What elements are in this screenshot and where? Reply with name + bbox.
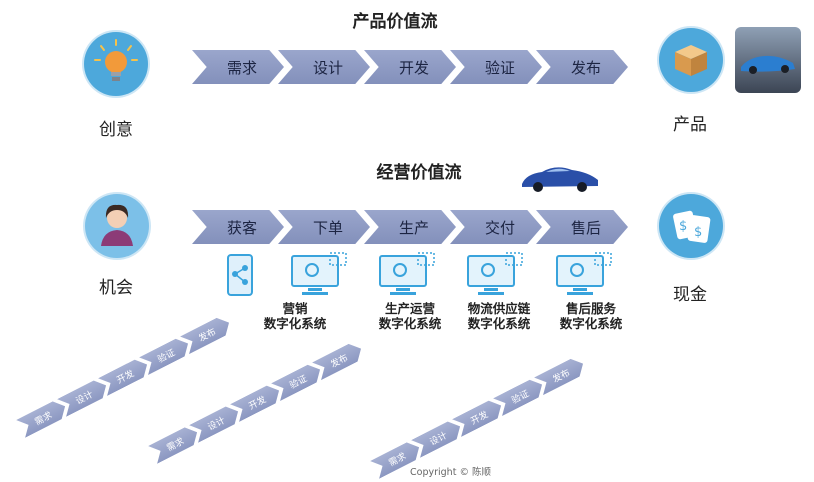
mini-step: 开发: [452, 397, 506, 438]
mini-step: 发布: [180, 314, 234, 355]
mini-step: 验证: [271, 361, 325, 402]
mobile-phone-icon: [227, 254, 253, 296]
marketing-system-label: 营销数字化系统: [263, 301, 327, 331]
mini-stream-3: 需求 设计 开发 验证 发布: [370, 357, 584, 479]
person-icon: [101, 204, 133, 246]
mini-step: 设计: [411, 417, 465, 458]
business-step-4: 交付: [450, 210, 542, 244]
mini-stream-2: 需求 设计 开发 验证 发布: [148, 342, 362, 464]
money-tag-icon: $ $: [673, 210, 711, 243]
mini-step: 发布: [312, 340, 366, 381]
production-system-label: 生产运营数字化系统: [378, 301, 442, 331]
product-step-3: 开发: [364, 50, 456, 84]
lightbulb-icon: [94, 39, 138, 81]
aftersales-system-label: 售后服务数字化系统: [559, 301, 623, 331]
mini-step: 设计: [189, 402, 243, 443]
mini-step: 开发: [230, 382, 284, 423]
business-stream-flow: 获客 下单 生产 交付 售后: [192, 210, 628, 244]
mini-step: 验证: [493, 376, 547, 417]
package-box-icon: [675, 45, 707, 76]
cash-label: 现金: [673, 285, 707, 305]
monitor-icon: [379, 252, 435, 295]
product-step-4: 验证: [450, 50, 542, 84]
product-stream-flow: 需求 设计 开发 验证 发布: [192, 50, 628, 84]
svg-text:$: $: [679, 219, 687, 234]
logistics-system-label: 物流供应链数字化系统: [467, 301, 531, 331]
car-photo-icon: [741, 55, 795, 74]
monitor-icon: [467, 252, 523, 295]
mini-step: 设计: [57, 376, 111, 417]
idea-label: 创意: [99, 120, 133, 140]
product-label: 产品: [673, 115, 707, 135]
business-step-3: 生产: [364, 210, 456, 244]
mini-step: 开发: [98, 356, 152, 397]
copyright: Copyright © 陈顺: [410, 467, 491, 478]
product-circle: [659, 28, 723, 92]
mini-step: 发布: [534, 355, 588, 396]
business-step-5: 售后: [536, 210, 628, 244]
svg-text:$: $: [694, 225, 702, 240]
opportunity-circle: [85, 194, 149, 258]
mini-step: 需求: [148, 423, 202, 464]
business-step-2: 下单: [278, 210, 370, 244]
product-step-2: 设计: [278, 50, 370, 84]
cash-circle: $ $: [659, 194, 723, 258]
product-step-5: 发布: [536, 50, 628, 84]
mini-step: 需求: [16, 397, 70, 438]
opportunity-label: 机会: [99, 278, 133, 298]
business-step-1: 获客: [192, 210, 284, 244]
mini-step: 验证: [139, 335, 193, 376]
business-stream-title: 经营价值流: [376, 163, 462, 183]
blue-car-icon: [522, 167, 598, 192]
product-step-1: 需求: [192, 50, 284, 84]
sports-car-photo: [735, 27, 801, 93]
monitor-icon: [556, 252, 612, 295]
monitor-icon: [291, 252, 347, 295]
product-stream-title: 产品价值流: [352, 12, 438, 32]
idea-circle: [84, 32, 148, 96]
